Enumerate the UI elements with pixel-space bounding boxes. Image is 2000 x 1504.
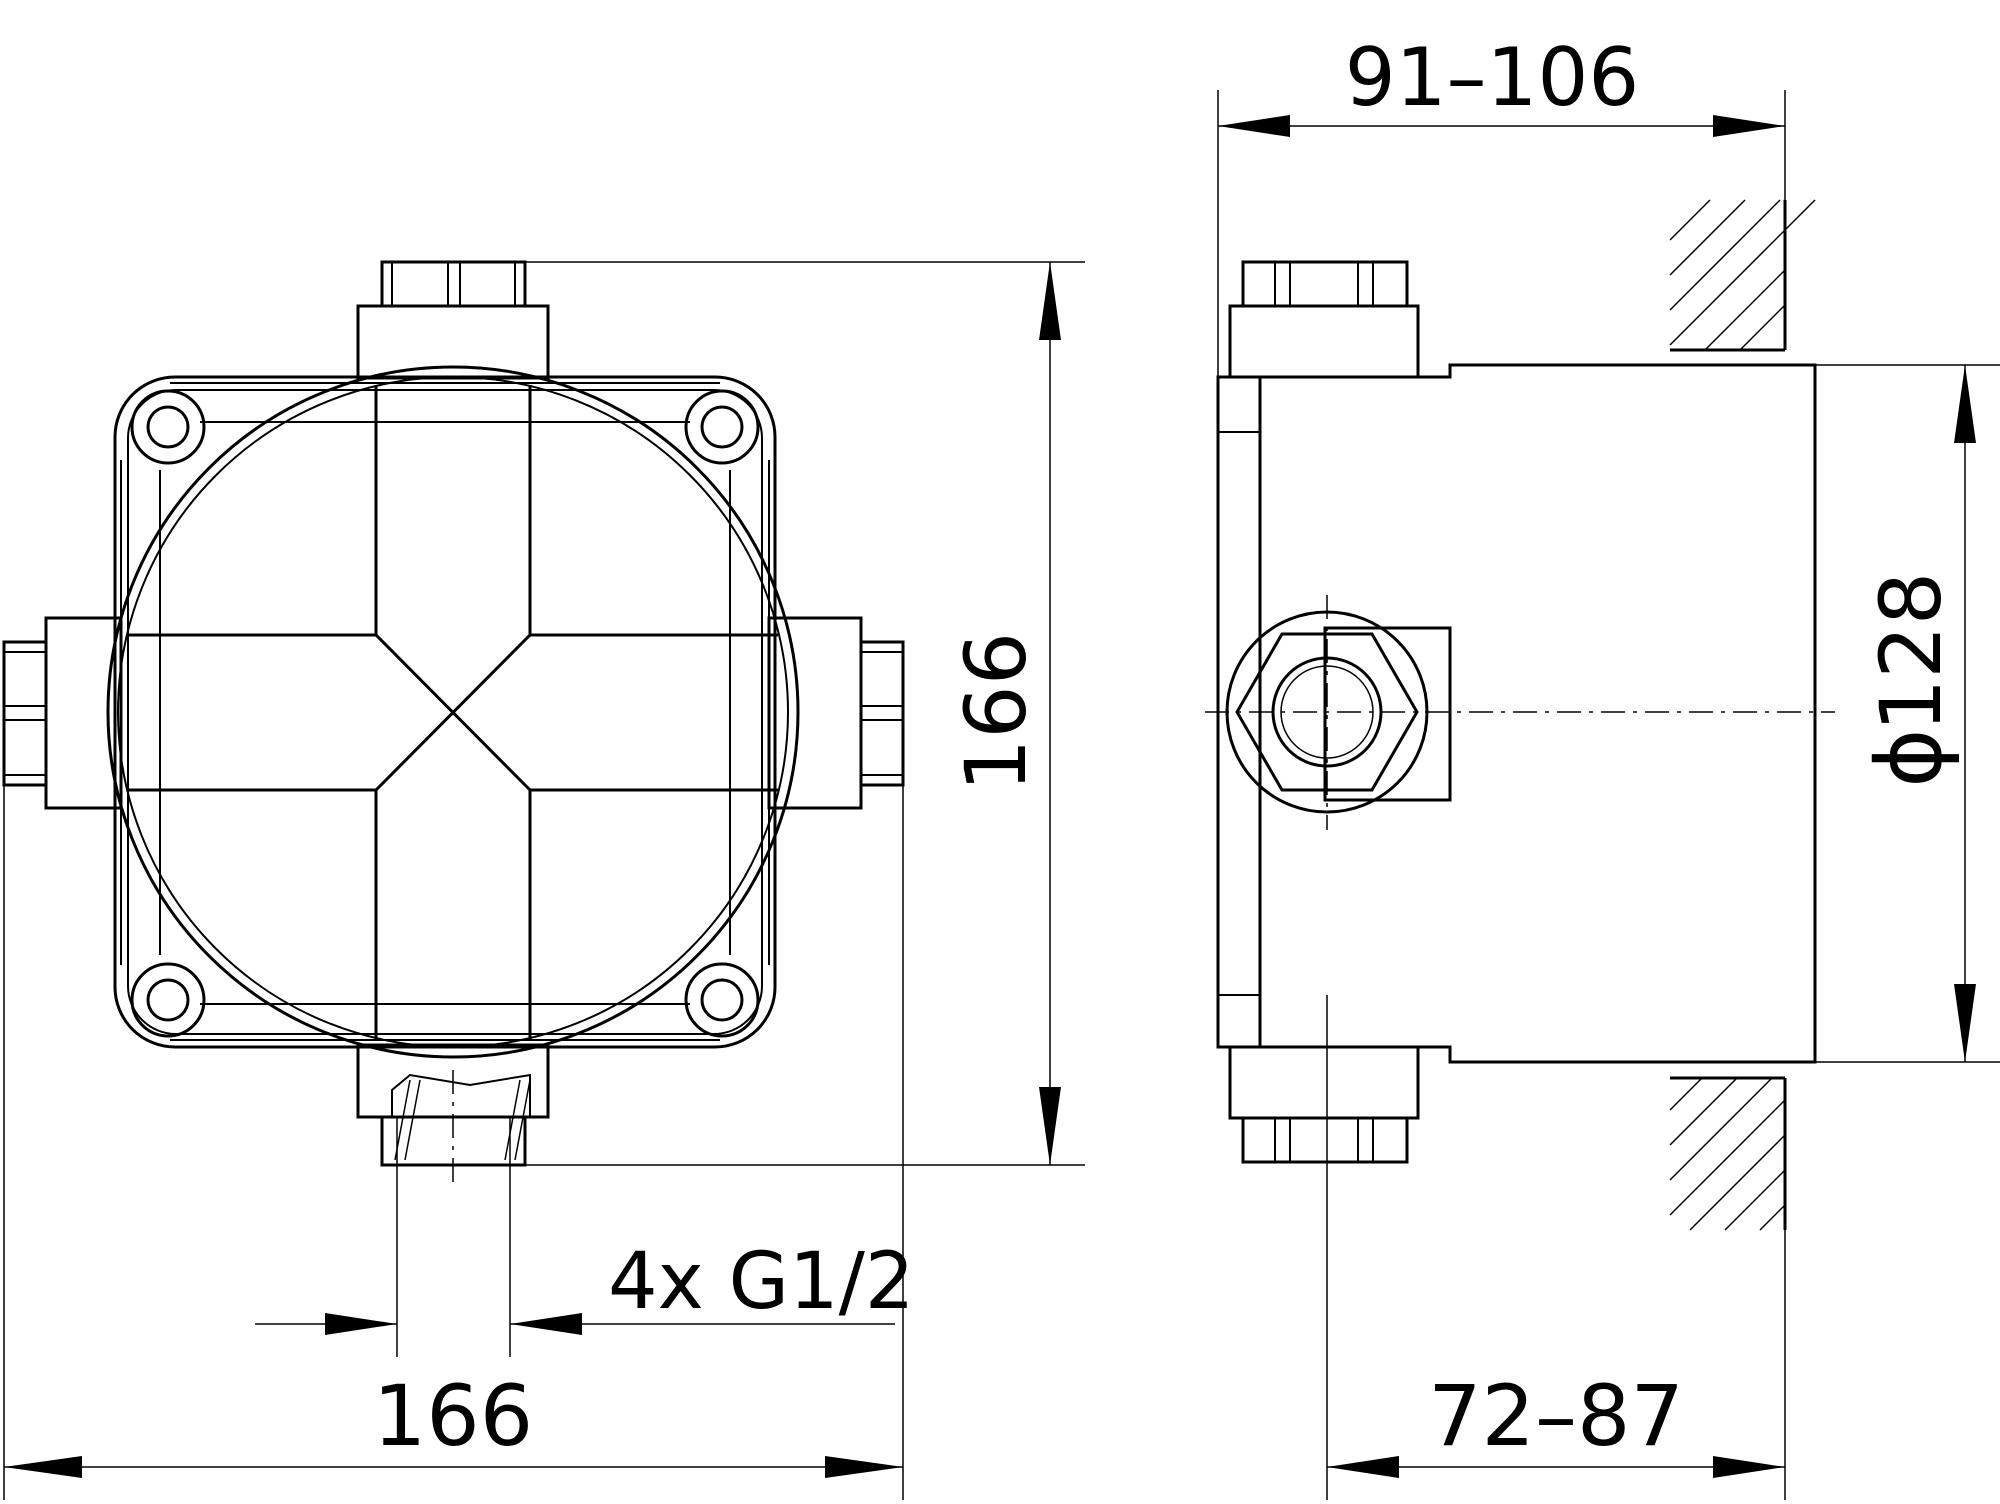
wall-depth-dimension: 91–106 [1217, 31, 1786, 377]
diameter-dimension-label: 128 [1862, 572, 1960, 732]
bottom-connector [356, 1043, 550, 1185]
diameter-dimension: ϕ 128 [1815, 364, 2000, 1063]
front-view: 166 166 4x G1/2 [2, 260, 1085, 1500]
cover-outer-circle [106, 365, 800, 1059]
body-ribs [120, 382, 770, 1041]
left-connector [2, 616, 123, 810]
diameter-symbol: ϕ [1857, 728, 1962, 787]
thread-callout: 4x G1/2 [255, 1117, 915, 1357]
wall-hatch-top [1669, 199, 1816, 352]
mounting-body-inner [127, 389, 763, 1035]
right-connector [767, 616, 905, 810]
side-bottom-connector [1228, 1045, 1420, 1164]
install-depth-dimension-label: 72–87 [1428, 1367, 1684, 1465]
width-dimension-label: 166 [373, 1367, 533, 1465]
install-depth-dimension: 72–87 [1326, 995, 1786, 1500]
wall-hatch-bottom [1669, 1076, 1787, 1231]
top-connector [356, 260, 550, 380]
side-view: 91–106 72–87 ϕ 128 [1205, 31, 2000, 1500]
height-dimension-label: 166 [947, 632, 1045, 792]
cover-inner-circle [117, 376, 789, 1048]
side-top-connector [1228, 260, 1420, 379]
front-cover [106, 365, 800, 1059]
screw-bosses [130, 389, 760, 1038]
side-body [1258, 363, 1817, 1064]
thread-callout-label: 4x G1/2 [608, 1237, 915, 1327]
width-dimension: 166 [3, 785, 904, 1500]
wall-depth-dimension-label: 91–106 [1345, 31, 1640, 124]
height-dimension: 166 [515, 261, 1085, 1166]
